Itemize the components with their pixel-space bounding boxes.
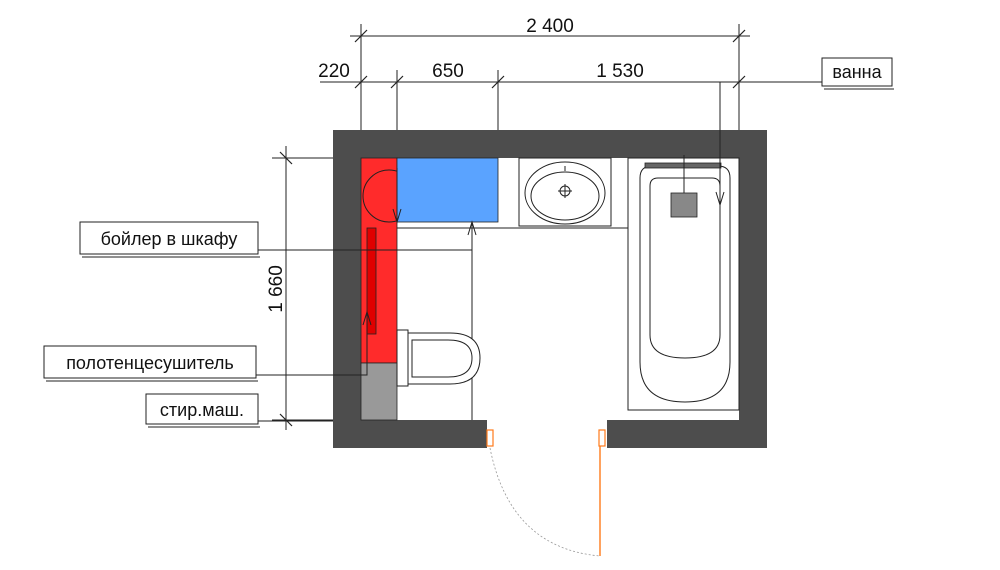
wall-bottom-right [607, 420, 767, 448]
label-bathtub: ванна [832, 62, 882, 82]
dim-seg-right: 1 530 [596, 61, 644, 82]
label-towel-dryer-group: полотенцесушитель [43, 310, 372, 382]
wall-left [333, 130, 361, 448]
wall-bottom-left [333, 420, 487, 448]
dim-seg-left: 220 [318, 61, 350, 82]
label-towel-dryer: полотенцесушитель [66, 353, 234, 373]
washing-machine [360, 362, 398, 421]
dimension-segments: 220 650 1 530 [318, 61, 822, 130]
label-bathtub-group: ванна [715, 57, 894, 207]
dim-total-width: 2 400 [526, 16, 574, 37]
door[interactable] [486, 429, 606, 557]
dim-height: 1 660 [266, 265, 287, 313]
label-washer-group: стир.маш. [145, 393, 333, 428]
toilet-icon [396, 329, 481, 387]
walls [333, 130, 767, 448]
dimension-height: 1 660 [266, 146, 333, 430]
towel-dryer-icon [366, 227, 377, 335]
dimension-top: 2 400 [350, 16, 750, 130]
wall-right [739, 130, 767, 448]
label-washer: стир.маш. [160, 400, 244, 420]
bathtub-icon [627, 155, 740, 411]
wall-top [333, 130, 767, 158]
sink-icon [518, 157, 612, 227]
blue-cabinet [396, 157, 499, 223]
label-boiler: бойлер в шкафу [101, 229, 238, 249]
label-boiler-group: бойлер в шкафу [79, 168, 477, 258]
dim-seg-middle: 650 [432, 61, 464, 82]
